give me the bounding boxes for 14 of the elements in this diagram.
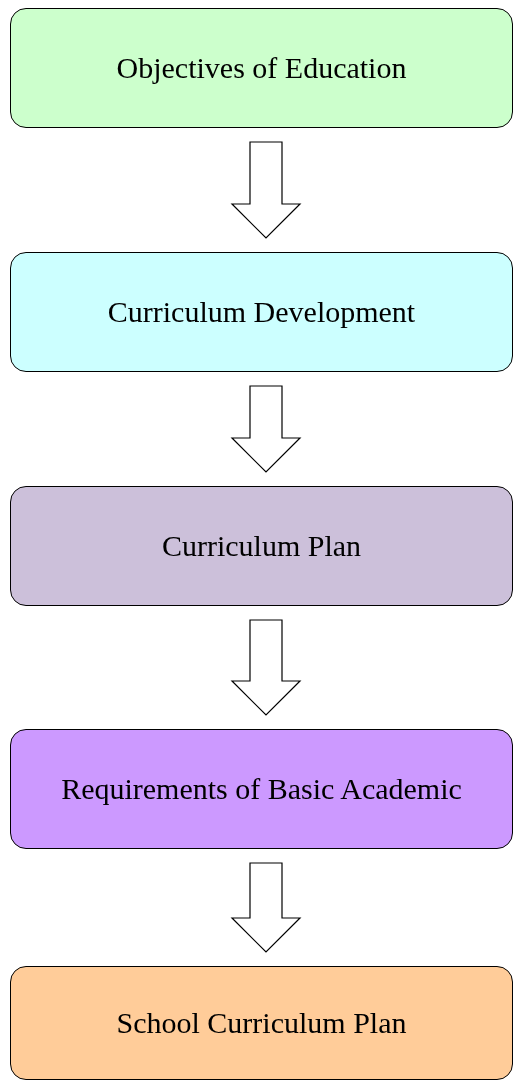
process-box — [10, 8, 513, 128]
process-box — [10, 252, 513, 372]
process-box — [10, 486, 513, 606]
box-label: Requirements of Basic Academic — [61, 772, 462, 806]
box-label: School Curriculum Plan — [116, 1006, 407, 1040]
block-arrow — [230, 141, 302, 239]
block-arrow — [230, 862, 302, 953]
process-box — [10, 966, 513, 1080]
box-label: Objectives of Education — [116, 51, 407, 85]
block-arrow — [230, 385, 302, 473]
box-label: Curriculum Development — [107, 295, 416, 329]
block-arrow — [230, 619, 302, 716]
process-box — [10, 729, 513, 849]
box-label: Curriculum Plan — [161, 529, 362, 563]
